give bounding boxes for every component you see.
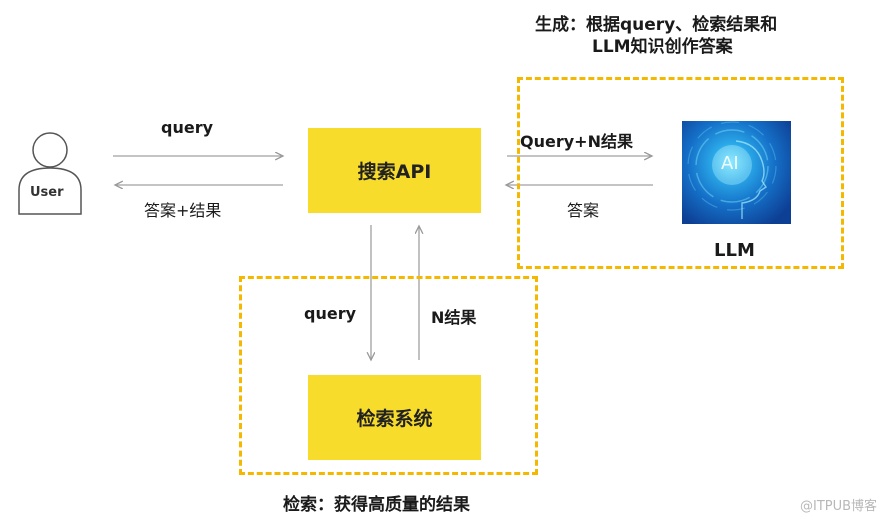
search-api-label: 搜索API	[357, 161, 432, 183]
generation-caption-line2: LLM知识创作答案	[592, 37, 733, 57]
label-retrieval-to-api: N结果	[431, 308, 477, 327]
watermark: @ITPUB博客	[800, 499, 878, 514]
label-llm-to-api: 答案	[567, 201, 600, 220]
retrieval-region	[239, 276, 538, 475]
llm-image: AI	[682, 121, 791, 224]
search-api-box: 搜索API	[308, 128, 481, 213]
brain-head-icon	[687, 121, 777, 219]
generation-region	[517, 77, 844, 269]
llm-label: LLM	[714, 240, 755, 261]
label-api-to-retrieval: query	[304, 304, 357, 323]
generation-caption-line1: 生成：根据query、检索结果和	[535, 15, 778, 35]
llm-image-text: AI	[721, 153, 739, 174]
label-api-to-user: 答案+结果	[144, 201, 222, 220]
retrieval-caption: 检索：获得高质量的结果	[283, 495, 470, 515]
label-user-to-api: query	[161, 118, 214, 137]
generation-caption: 生成：根据query、检索结果和 LLM知识创作答案	[535, 14, 777, 58]
label-api-to-llm: Query+N结果	[520, 132, 633, 151]
user-label: User	[30, 185, 64, 200]
retrieval-system-box: 检索系统	[308, 375, 481, 460]
user-node: User	[14, 128, 84, 216]
retrieval-system-label: 检索系统	[356, 408, 433, 430]
user-icon	[18, 132, 82, 215]
